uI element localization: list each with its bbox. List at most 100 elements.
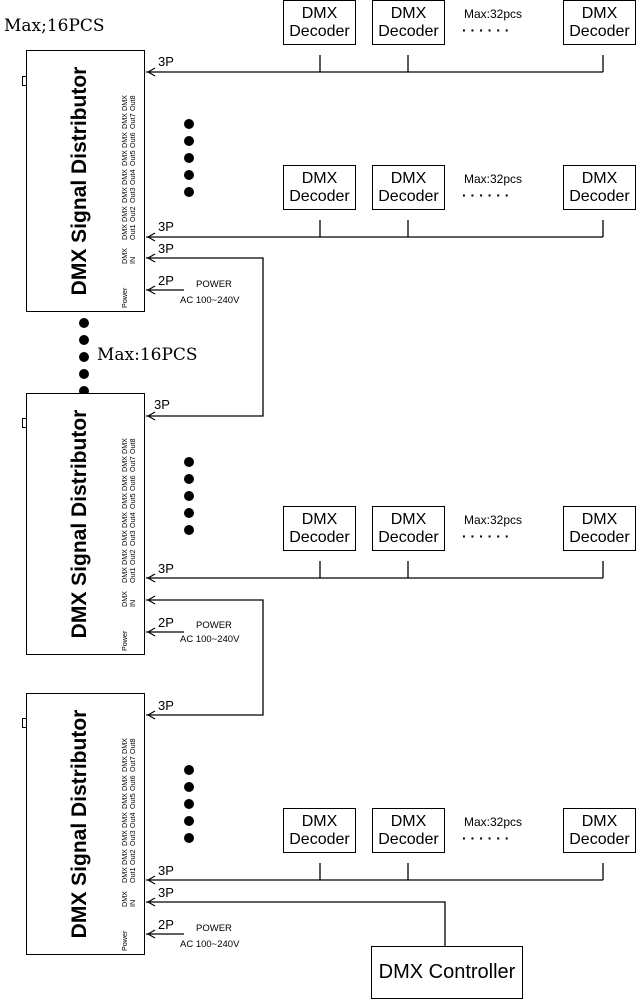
port-label-line: Out4 [128,168,137,185]
power-label: POWER [196,620,232,631]
arrow-d2-power [146,627,156,637]
port-label-line: Out3 [128,830,137,846]
output-continuation-dot [184,782,194,792]
distributor-continuation-dot [79,318,89,328]
dmx-signal-distributor-1: DMX Signal Distributor [26,50,145,312]
port-label-line: Out7 [128,113,137,129]
decoder-label-line1: DMX [581,812,618,830]
decoder-label-line1: DMX [301,169,338,187]
output-continuation-dot [184,136,194,146]
decoder-label-line2: Decoder [569,830,630,848]
decoder-label-line2: Decoder [378,528,439,546]
port-label-line: Out5 [128,793,137,809]
port-label-line: Out3 [128,530,137,546]
decoder-label-line2: Decoder [289,528,350,546]
decoder-label-line1: DMX [581,4,618,22]
decoder-label-line2: Decoder [289,22,350,40]
ac-voltage-label: AC 100~240V [180,939,240,950]
decoder-label-line1: DMX [301,510,338,528]
decoder-ellipsis: · · · · · · [462,187,510,203]
port-label-line: Out1 [128,224,137,240]
port-label-line: Out1 [128,867,137,883]
port-label-line: Out1 [128,567,137,583]
output-continuation-dot [184,525,194,535]
output-continuation-dot [184,187,194,197]
decoder-ellipsis: · · · · · · [462,830,510,846]
arrow-d3-power [146,929,156,939]
output-continuation-dot [184,153,194,163]
wire-d1-in-to-d2-out8 [146,257,264,417]
output-continuation-dot [184,457,194,467]
distributor-continuation-dot [79,352,89,362]
max-distributors-label-top: Max;16PCS [4,16,105,36]
arrow-d2-out8 [146,411,156,421]
port-label-line: Power [120,287,129,308]
connector-3p-label: 3P [158,698,174,713]
ac-voltage-label: AC 100~240V [180,295,240,306]
decoder-label-line2: Decoder [569,22,630,40]
dmx-controller: DMX Controller [371,946,523,999]
output-continuation-dot [184,170,194,180]
port-label-line: Out2 [128,848,137,865]
power-label: POWER [196,279,232,290]
port-label-line: Out8 [128,737,137,754]
wire-d2-in-to-d3-out8 [146,599,264,716]
port-label-line: Out6 [128,131,137,148]
connector-3p-label: 3P [158,885,174,900]
max-decoders-label: Max:32pcs [464,513,523,527]
distributor-title: DMX Signal Distributor [68,409,91,639]
connector-3p-label: 3P [158,863,174,878]
port-label-line: Out2 [128,205,137,222]
decoder-label-line2: Decoder [378,830,439,848]
port-label-line: Out8 [128,437,137,454]
port-label-line: Out6 [128,474,137,491]
arrow-d2-in [146,595,156,605]
max-decoders-label: Max:32pcs [464,7,523,21]
max-decoders-label: Max:32pcs [464,172,523,186]
decoder-label-line1: DMX [301,812,338,830]
port-label-power: Power [120,287,129,308]
decoder-label-line2: Decoder [378,187,439,205]
ac-voltage-label: AC 100~240V [180,634,240,645]
decoder-label-line1: DMX [390,812,427,830]
arrow-d1-power [146,285,156,295]
port-label-line: Out4 [128,811,137,828]
connector-3p-label: 3P [158,219,174,234]
port-label-line: IN [128,599,137,607]
port-label-line: IN [128,899,137,907]
port-label-line: Out5 [128,493,137,509]
distributor-continuation-dot [79,386,89,396]
output-continuation-dot [184,816,194,826]
decoder-label-line2: Decoder [569,187,630,205]
arrow-d2-out1 [146,573,156,583]
decoder-label-line2: Decoder [378,22,439,40]
decoder-label-line1: DMX [390,169,427,187]
port-label-power: Power [120,931,129,951]
